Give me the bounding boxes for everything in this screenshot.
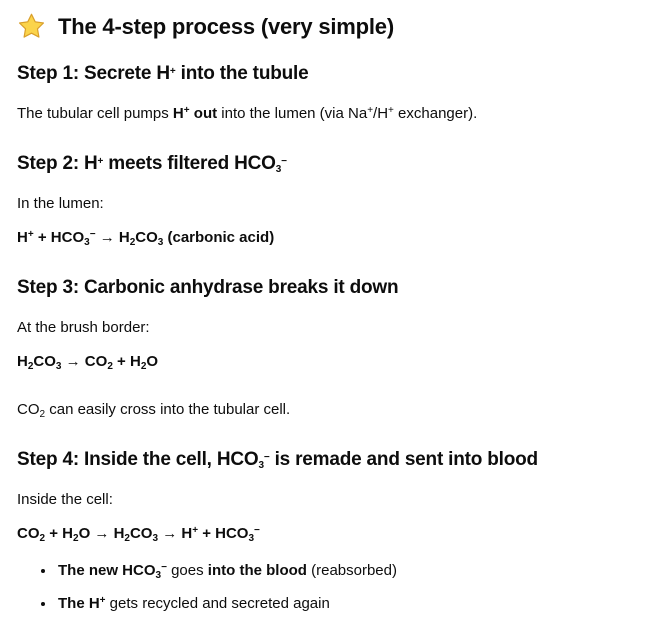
paragraph-brush-border-label: At the brush border:: [17, 319, 150, 336]
star-icon: [18, 13, 45, 38]
equation-carbonic-acid-breakdown: H2CO3 → CO2 + H2O: [17, 353, 159, 372]
page-title-row: The 4-step process (very simple): [17, 12, 632, 41]
heading-step-1: Step 1: Secrete H+ into the tubule: [17, 63, 309, 84]
bullet-list: The new HCO3− goes into the blood (reabs…: [17, 561, 632, 614]
equation-bicarbonate-remade: CO2 + H2O → H2CO3 → H+ + HCO3−: [17, 525, 260, 544]
heading-step-2: Step 2: H+ meets filtered HCO3−: [17, 153, 287, 175]
page-title: The 4-step process (very simple): [58, 13, 394, 39]
paragraph-lumen-label: In the lumen:: [17, 195, 104, 212]
bullet-item-bicarbonate-to-blood: The new HCO3− goes into the blood (reabs…: [56, 561, 632, 581]
paragraph-step1: The tubular cell pumps H+ out into the l…: [17, 105, 478, 122]
heading-step-3: Step 3: Carbonic anhydrase breaks it dow…: [17, 277, 399, 298]
equation-carbonic-acid-formation: H+ + HCO3− → H2CO3 (carbonic acid): [17, 229, 275, 248]
paragraph-co2-crosses: CO2 can easily cross into the tubular ce…: [17, 401, 291, 420]
paragraph-inside-cell-label: Inside the cell:: [17, 491, 113, 508]
heading-step-4: Step 4: Inside the cell, HCO3− is remade…: [17, 449, 538, 471]
bullet-item-h-recycled: The H+ gets recycled and secreted again: [56, 594, 632, 614]
